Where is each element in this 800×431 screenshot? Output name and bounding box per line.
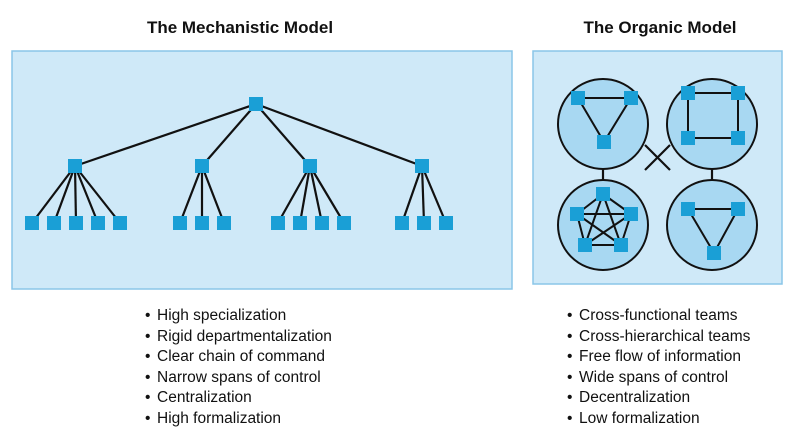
node-worker (113, 216, 127, 230)
list-item: •Decentralization (567, 389, 691, 407)
team-member-node (596, 187, 610, 201)
team-circle-square (666, 78, 758, 170)
list-item: •Low formalization (567, 409, 700, 427)
list-item: •Cross-hierarchical teams (567, 327, 751, 345)
node-worker (195, 216, 209, 230)
list-item: •Rigid departmentalization (145, 327, 332, 345)
team-member-node (681, 131, 695, 145)
organic-title: The Organic Model (583, 18, 737, 37)
list-item-label: Clear chain of command (157, 348, 325, 366)
node-worker (417, 216, 431, 230)
node-top-manager (249, 97, 263, 111)
node-worker (69, 216, 83, 230)
list-item-label: Decentralization (579, 389, 691, 407)
list-item-label: Wide spans of control (579, 368, 729, 386)
team-member-node (681, 86, 695, 100)
list-item-label: Cross-functional teams (579, 307, 738, 324)
mechanistic-nodes (25, 97, 453, 230)
list-item-label: Low formalization (579, 409, 700, 427)
team-member-node (731, 202, 745, 216)
list-item: •High specialization (145, 307, 287, 324)
list-item-label: Narrow spans of control (157, 368, 321, 386)
team-member-node (597, 135, 611, 149)
node-worker (395, 216, 409, 230)
team-member-node (731, 86, 745, 100)
node-worker (47, 216, 61, 230)
mechanistic-hierarchy (31, 102, 448, 224)
mechanistic-characteristics: •High specialization •Rigid departmental… (145, 306, 332, 430)
node-worker (315, 216, 329, 230)
node-mid-manager (195, 159, 209, 173)
list-item-label: High specialization (157, 307, 287, 324)
team-member-node (578, 238, 592, 252)
list-item: •Free flow of information (567, 348, 741, 366)
list-item-label: Free flow of information (579, 348, 741, 366)
list-item: •Wide spans of control (567, 368, 729, 386)
team-member-node (571, 91, 585, 105)
organic-team-links (601, 144, 714, 180)
node-worker (337, 216, 351, 230)
mechanistic-title: The Mechanistic Model (146, 18, 334, 37)
node-worker (91, 216, 105, 230)
team-member-node (681, 202, 695, 216)
team-member-node (731, 131, 745, 145)
organic-nodes (570, 86, 745, 260)
mechanistic-panel (11, 50, 513, 290)
list-item: •Clear chain of command (145, 348, 325, 366)
list-item: •Narrow spans of control (145, 368, 321, 386)
node-mid-manager (303, 159, 317, 173)
list-item: •Centralization (145, 389, 252, 407)
team-member-node (707, 246, 721, 260)
list-item-label: Cross-hierarchical teams (579, 327, 751, 345)
list-item-label: Centralization (157, 389, 252, 407)
team-member-node (624, 91, 638, 105)
list-item: •Cross-functional teams (567, 307, 738, 324)
node-worker (271, 216, 285, 230)
team-member-node (624, 207, 638, 221)
node-worker (293, 216, 307, 230)
node-worker (25, 216, 39, 230)
node-worker (439, 216, 453, 230)
list-item-label: Rigid departmentalization (157, 327, 332, 345)
node-worker (173, 216, 187, 230)
node-mid-manager (68, 159, 82, 173)
team-member-node (570, 207, 584, 221)
team-member-node (614, 238, 628, 252)
node-worker (217, 216, 231, 230)
organic-characteristics: •Cross-functional teams •Cross-hierarchi… (567, 306, 750, 430)
list-item: •High formalization (145, 409, 282, 427)
list-item-label: High formalization (157, 409, 282, 427)
node-mid-manager (415, 159, 429, 173)
